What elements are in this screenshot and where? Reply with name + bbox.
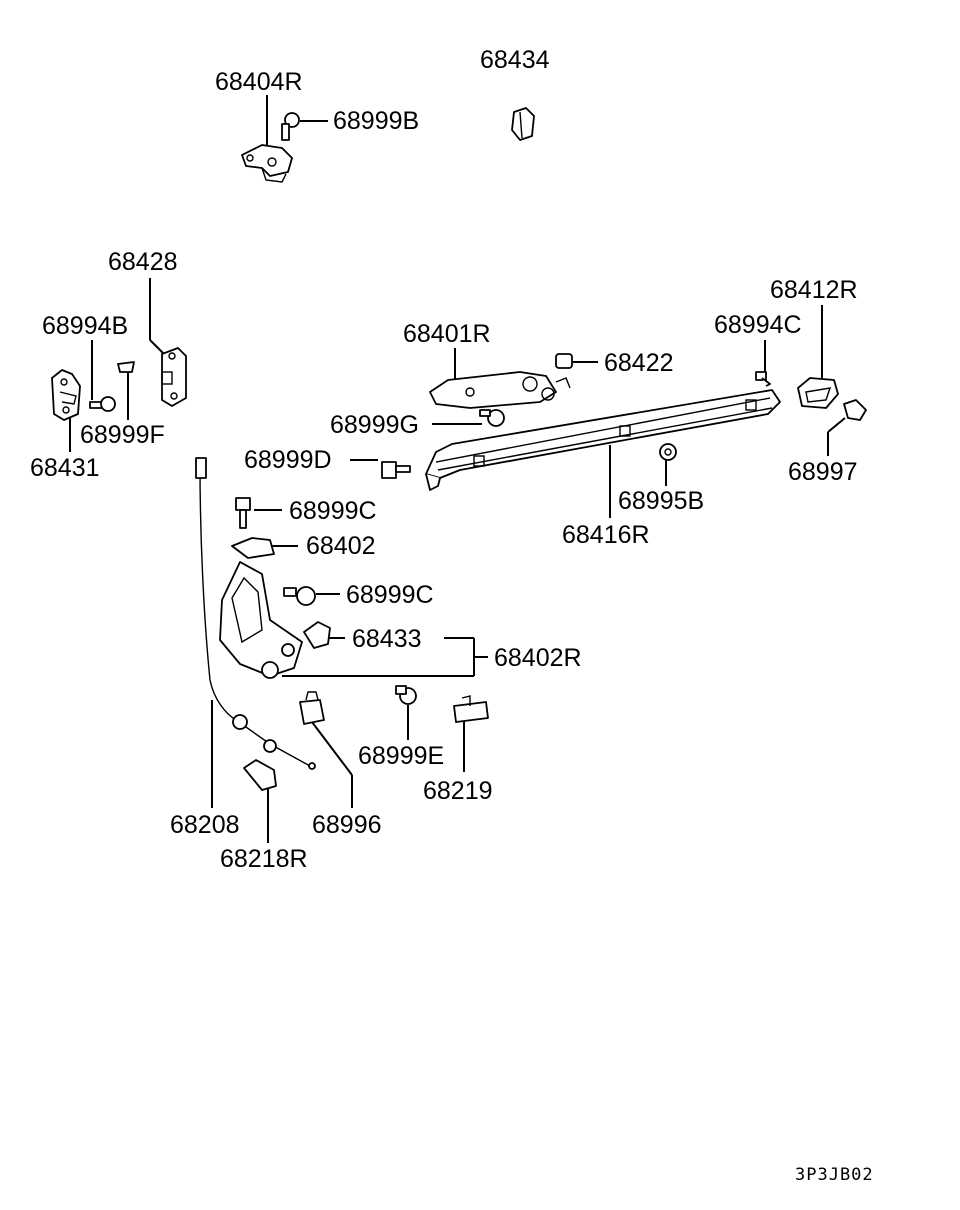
part-68219-bracket: [453, 695, 489, 723]
part-68416R-rail: [425, 389, 781, 491]
label-68401R: 68401R: [403, 320, 491, 348]
label-68422: 68422: [604, 349, 674, 377]
label-68219: 68219: [423, 777, 493, 805]
part-68999B-bolt: [281, 112, 300, 141]
part-68208-cable: [195, 457, 316, 770]
leader-lines: [69, 95, 846, 843]
part-68999C-bolt-upper: [235, 497, 251, 529]
label-68999E: 68999E: [358, 742, 444, 770]
part-68433-block: [303, 621, 331, 649]
label-68431: 68431: [30, 454, 100, 482]
part-68994C-screw: [755, 371, 771, 387]
label-68416R: 68416R: [562, 521, 650, 549]
part-68218R-clip: [243, 759, 277, 791]
part-labels: 68404R 68999B 68434 68428 68994B 68999F …: [30, 46, 858, 873]
part-68404R-bracket: [241, 144, 293, 183]
label-68994B: 68994B: [42, 312, 128, 340]
label-68999B: 68999B: [333, 107, 419, 135]
part-68997-clip: [843, 399, 867, 421]
label-68433: 68433: [352, 625, 422, 653]
part-68412R-guide: [797, 377, 839, 409]
label-68208: 68208: [170, 811, 240, 839]
label-68412R: 68412R: [770, 276, 858, 304]
label-68997: 68997: [788, 458, 858, 486]
label-68404R: 68404R: [215, 68, 303, 96]
part-68422-collar: [555, 353, 573, 369]
label-68999C-upper: 68999C: [289, 497, 377, 525]
label-68428: 68428: [108, 248, 178, 276]
part-68999C-bolt-middle: [283, 586, 316, 606]
part-68402R-lower-bracket: [219, 561, 303, 679]
part-68428-striker: [161, 347, 187, 407]
part-68999F-screw: [117, 361, 135, 373]
part-68434-cap: [511, 107, 535, 141]
label-68999D: 68999D: [244, 446, 332, 474]
part-68431-latch: [51, 369, 81, 421]
label-68218R: 68218R: [220, 845, 308, 873]
label-68999C-middle: 68999C: [346, 581, 434, 609]
label-68402R: 68402R: [494, 644, 582, 672]
label-68999F: 68999F: [80, 421, 165, 449]
part-68402-plate: [231, 537, 275, 559]
label-68434: 68434: [480, 46, 550, 74]
part-68995B-nut: [659, 443, 677, 461]
part-68999E-bolt: [395, 685, 417, 705]
label-68995B: 68995B: [618, 487, 704, 515]
label-68999G: 68999G: [330, 411, 419, 439]
part-68999D-bolt: [381, 461, 411, 479]
part-68401R-roller-arm: [429, 371, 571, 409]
drawing-code: 3P3JB02: [795, 1165, 874, 1185]
label-68402: 68402: [306, 532, 376, 560]
label-68996: 68996: [312, 811, 382, 839]
label-68994C: 68994C: [714, 311, 802, 339]
part-68994B-bolt: [89, 396, 116, 412]
part-68999G-bolt: [479, 409, 505, 427]
part-68996-switch: [299, 691, 325, 725]
